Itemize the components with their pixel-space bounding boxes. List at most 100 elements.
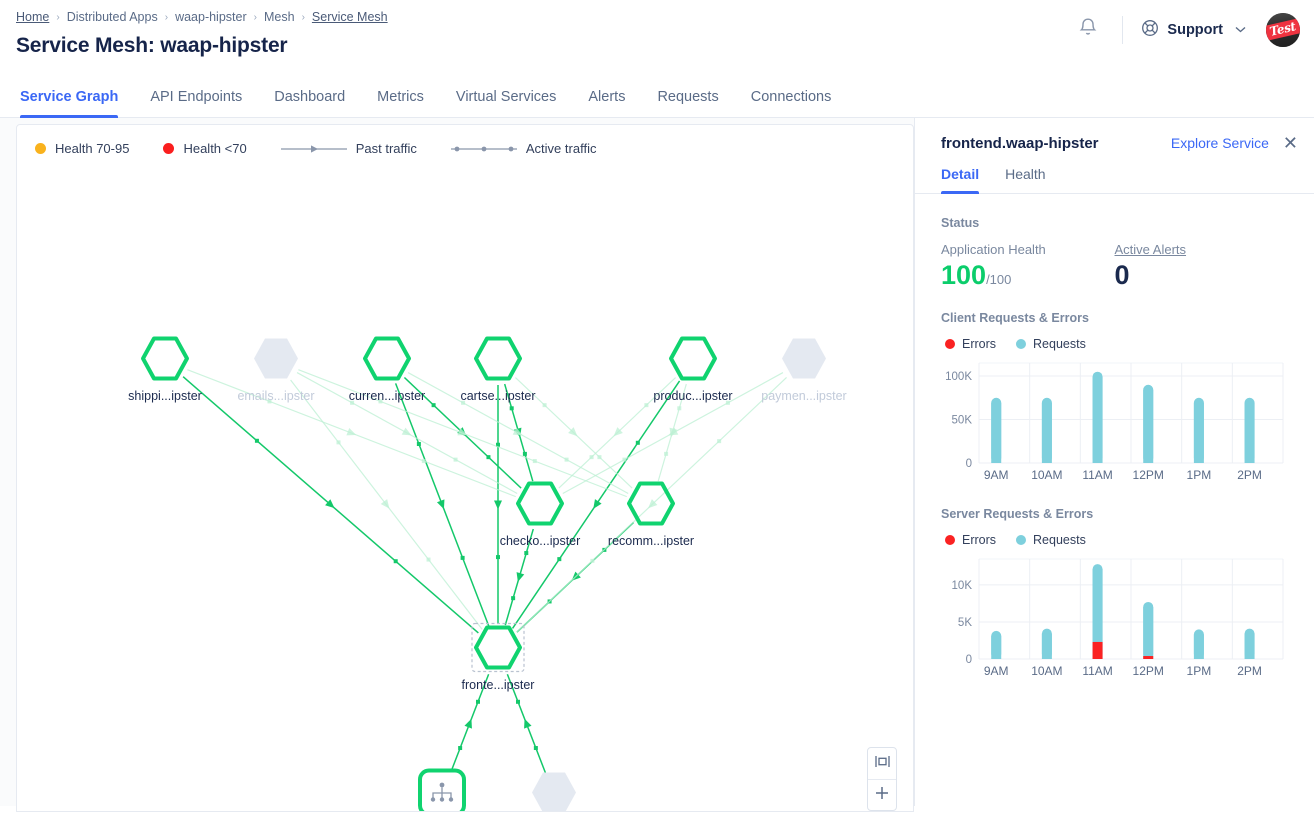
graph-node-label-checkout: checko...ipster (499, 534, 581, 548)
x-tick-label: 9AM (984, 664, 1009, 678)
legend-label: Errors (962, 533, 997, 547)
application-health-number: 100 (941, 260, 987, 290)
graph-edge (182, 376, 479, 634)
graph-node-frontend[interactable] (470, 620, 526, 681)
chart-legend-errors[interactable]: Errors (945, 337, 996, 351)
hexagon-node-icon (669, 336, 717, 381)
application-health-metric: Application Health 100/100 (941, 242, 1115, 289)
chart-bar[interactable] (1143, 601, 1154, 659)
chart-bar[interactable] (1244, 397, 1255, 463)
active-alerts-label[interactable]: Active Alerts (1114, 242, 1187, 257)
chart-bar[interactable] (1041, 628, 1052, 659)
tab-virtual-services[interactable]: Virtual Services (455, 89, 557, 105)
chart-bar[interactable] (991, 630, 1002, 659)
breadcrumb: Home›Distributed Apps›waap-hipster›Mesh›… (16, 8, 1314, 26)
chart-bar[interactable] (1143, 384, 1154, 463)
avatar[interactable]: Test (1266, 13, 1300, 47)
graph-node-shipping[interactable] (137, 331, 193, 392)
tab-service-graph[interactable]: Service Graph (20, 89, 119, 118)
application-health-label: Application Health (941, 242, 1046, 257)
breadcrumb-item-service-mesh[interactable]: Service Mesh (311, 10, 388, 24)
support-menu-button[interactable]: Support (1137, 13, 1250, 47)
breadcrumb-item-distributed-apps[interactable]: Distributed Apps (66, 10, 158, 24)
status-row: Application Health 100/100 Active Alerts… (941, 242, 1288, 289)
graph-edge (449, 673, 490, 773)
client-chart-title: Client Requests & Errors (941, 311, 1089, 325)
detail-tab-detail[interactable]: Detail (941, 166, 980, 194)
fit-screen-icon (874, 754, 891, 774)
hexagon-node-icon (532, 772, 576, 811)
legend-label: Health 70-95 (55, 141, 130, 156)
graph-node-emails[interactable] (248, 331, 304, 392)
tab-connections[interactable]: Connections (750, 89, 832, 105)
x-tick-label: 12PM (1133, 468, 1164, 482)
active-alerts-value: 0 (1114, 260, 1130, 290)
legend-label: Errors (962, 337, 997, 351)
fit-to-screen-button[interactable] (868, 748, 896, 779)
x-tick-label: 2PM (1237, 468, 1262, 482)
legend-item-health-70-95: Health 70-95 (35, 141, 129, 156)
detail-tab-health[interactable]: Health (1005, 166, 1046, 182)
notifications-button[interactable] (1068, 10, 1108, 50)
chart-bar[interactable] (1092, 371, 1103, 463)
tab-alerts[interactable]: Alerts (588, 89, 626, 105)
breadcrumb-separator: › (56, 11, 60, 23)
chart-bar[interactable] (991, 397, 1002, 463)
bell-icon (1078, 17, 1098, 43)
graph-node-checkout[interactable] (512, 476, 568, 537)
graph-node-public[interactable] (416, 767, 468, 811)
legend-label: Requests (1033, 337, 1086, 351)
graph-node-cartservice[interactable] (470, 331, 526, 392)
chart-bar[interactable] (1193, 397, 1204, 463)
zoom-in-button[interactable] (868, 779, 896, 810)
x-tick-label: 12PM (1133, 664, 1164, 678)
graph-edge (516, 377, 787, 633)
graph-node-recommend[interactable] (623, 476, 679, 537)
plus-icon (874, 785, 890, 806)
application-health-suffix: /100 (986, 272, 1012, 287)
detail-panel-header: frontend.waap-hipster Explore Service ✕ (915, 118, 1314, 152)
detail-panel-body: Status Application Health 100/100 Active… (915, 194, 1314, 681)
close-icon[interactable]: ✕ (1282, 133, 1298, 153)
y-tick-label: 0 (966, 654, 972, 666)
breadcrumb-item-waap-hipster[interactable]: waap-hipster (175, 10, 247, 24)
explore-service-link[interactable]: Explore Service (1170, 135, 1269, 151)
breadcrumb-item-home[interactable]: Home (16, 10, 50, 24)
breadcrumb-item-mesh[interactable]: Mesh (263, 10, 295, 24)
graph-edge (394, 383, 490, 626)
graph-edge (407, 372, 629, 495)
chart-bar[interactable] (1244, 628, 1255, 659)
chart-bar[interactable] (1193, 629, 1204, 659)
tab-metrics[interactable]: Metrics (377, 89, 424, 105)
chart-legend-errors[interactable]: Errors (945, 533, 996, 547)
gateway-node-icon (418, 768, 466, 811)
graph-node-payment[interactable] (776, 331, 832, 392)
graph-edge (657, 383, 687, 482)
hexagon-node-icon (474, 336, 522, 381)
graph-node-label-recommend: recomm...ipster (607, 534, 695, 548)
chart-bar[interactable] (1092, 564, 1103, 659)
server-chart-legend: Errors Requests (945, 533, 1288, 547)
graph-edge (515, 377, 633, 489)
status-section-title: Status (941, 216, 980, 230)
x-tick-label: 1PM (1187, 664, 1212, 678)
hexagon-node-icon (516, 481, 564, 526)
main-tabs: Service Graph API Endpoints Dashboard Metri… (0, 70, 1314, 118)
x-tick-label: 11AM (1082, 468, 1112, 482)
service-detail-panel: frontend.waap-hipster Explore Service ✕ … (914, 118, 1314, 806)
tab-requests[interactable]: Requests (657, 89, 719, 105)
graph-edge (558, 377, 676, 489)
tab-api-endpoints[interactable]: API Endpoints (150, 89, 243, 105)
graph-node-currency[interactable] (359, 331, 415, 392)
graph-node-productcat[interactable] (665, 331, 721, 392)
tab-dashboard[interactable]: Dashboard (274, 89, 346, 105)
graph-node-loadgenerator[interactable] (526, 765, 582, 811)
chart-bar[interactable] (1041, 397, 1052, 463)
chart-legend-requests[interactable]: Requests (1016, 337, 1086, 351)
chart-legend-requests[interactable]: Requests (1016, 533, 1086, 547)
legend-item-health-70: Health <70 (163, 141, 247, 156)
